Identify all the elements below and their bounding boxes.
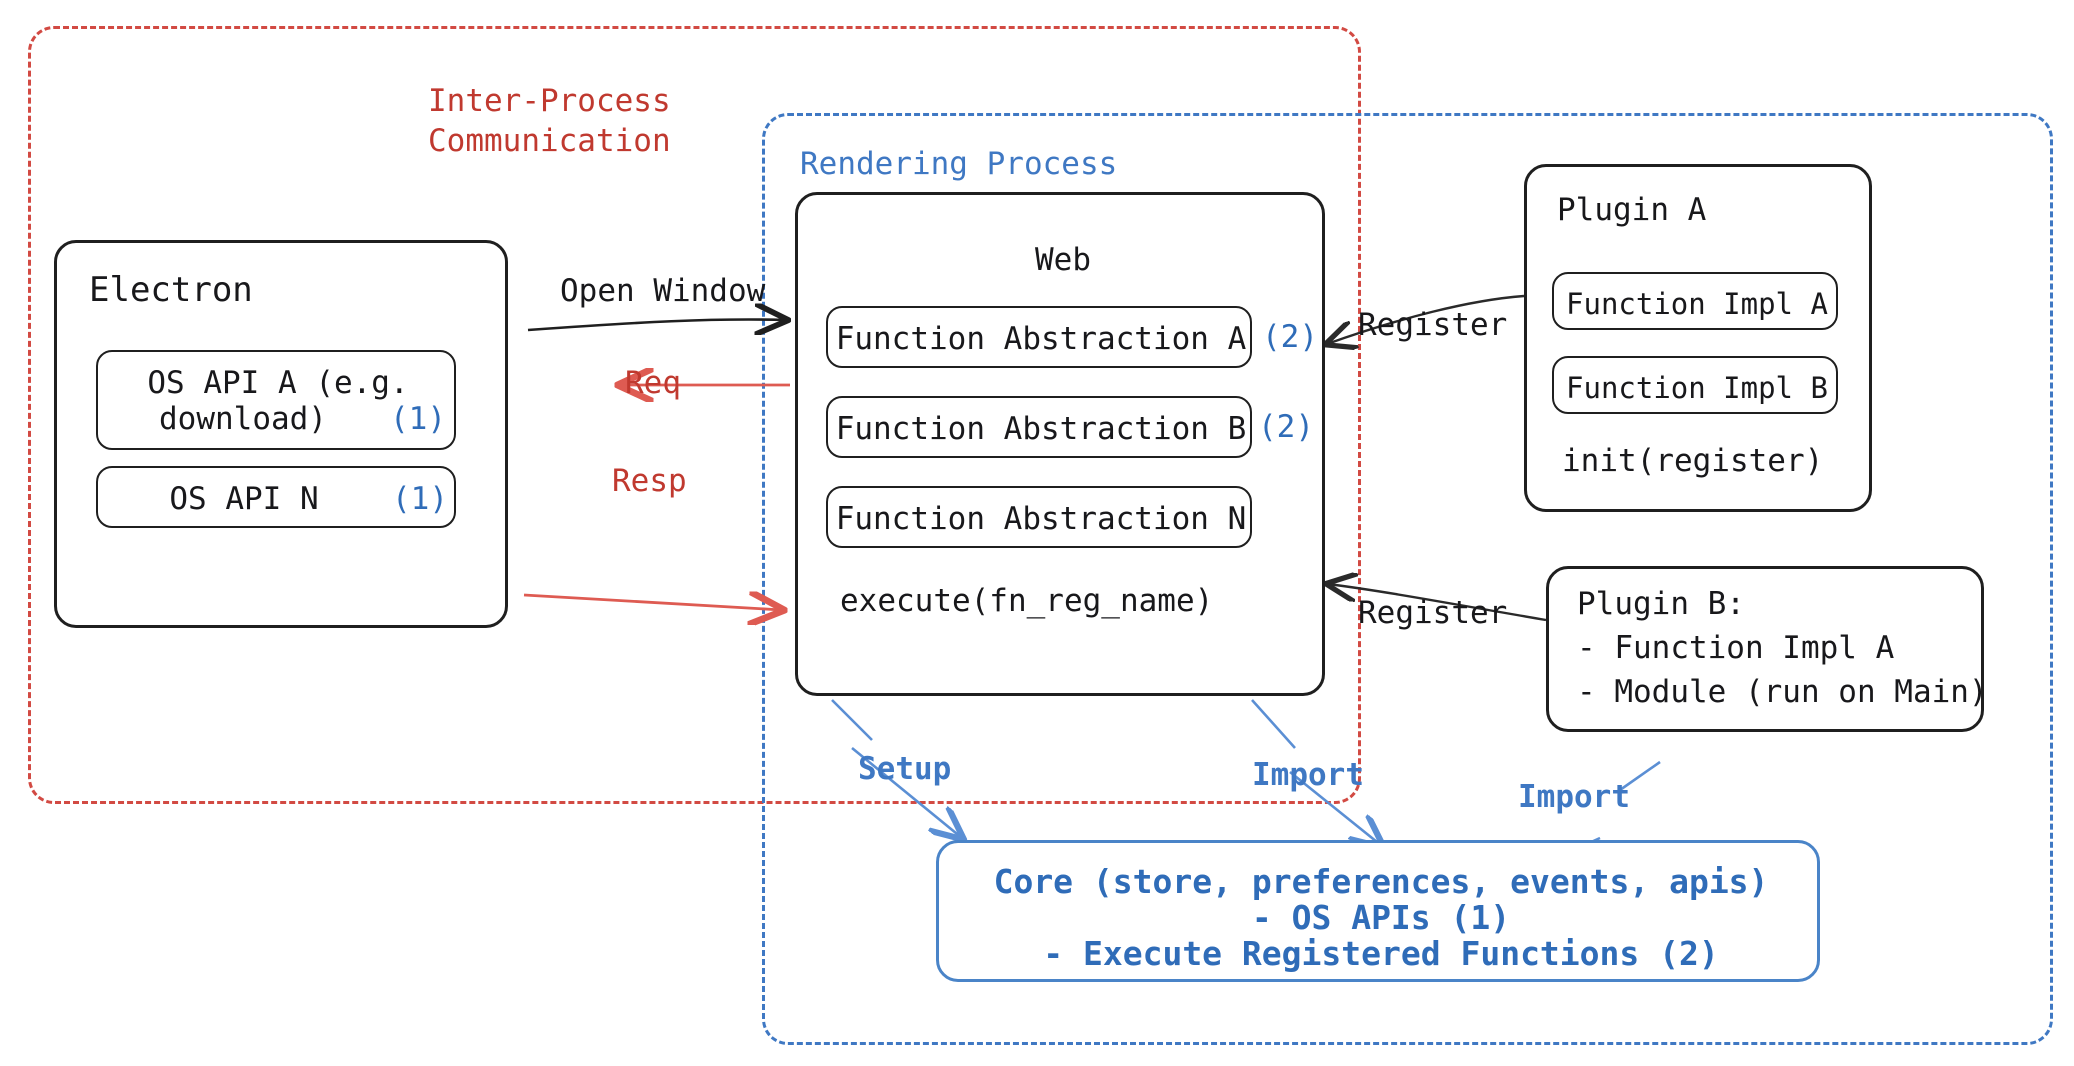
function-abstraction-b-box: Function Abstraction B (826, 396, 1252, 458)
ipc-label-line1: Inter-Process (428, 83, 671, 119)
os-api-n-label: OS API N (169, 481, 319, 517)
plugin-a-impl-a-box: Function Impl A (1552, 272, 1838, 330)
plugin-a-impl-b-box: Function Impl B (1552, 356, 1838, 414)
os-api-a-box: OS API A (e.g. download) (1) (96, 350, 456, 450)
arrow-label-register-plugin-a: Register (1358, 307, 1508, 343)
arrow-label-req: Req (625, 365, 681, 401)
plugin-a-impl-a-label: Function Impl A (1566, 287, 1828, 321)
core-line-2: - OS APIs (1) (1251, 898, 1511, 937)
os-api-a-line1: OS API A (e.g. (147, 365, 409, 401)
os-api-n-box: OS API N (1) (96, 466, 456, 528)
region-inter-process-communication (28, 26, 1361, 804)
arrow-label-register-plugin-b: Register (1358, 595, 1508, 631)
plugin-b-title: Plugin B: (1577, 586, 1745, 622)
core-line-3: - Execute Registered Functions (2) (1043, 934, 1719, 973)
region-rendering-process (762, 113, 2053, 1045)
arrow-label-setup: Setup (858, 751, 952, 787)
core-line-1: Core (store, preferences, events, apis) (993, 862, 1769, 901)
function-abstraction-n-label: Function Abstraction N (835, 501, 1247, 537)
plugin-b-line-1: - Function Impl A (1577, 630, 1895, 666)
web-title: Web (1035, 242, 1091, 278)
web-execute-label: execute(fn_reg_name) (840, 583, 1214, 619)
os-api-n-marker: (1) (392, 481, 448, 517)
plugin-a-impl-b-label: Function Impl B (1566, 371, 1828, 405)
function-abstraction-a-label: Function Abstraction A (835, 321, 1247, 357)
electron-title: Electron (89, 270, 253, 310)
function-abstraction-a-box: Function Abstraction A (826, 306, 1252, 368)
function-abstraction-a-marker: (2) (1262, 319, 1318, 355)
function-abstraction-n-box: Function Abstraction N (826, 486, 1252, 548)
plugin-a-box: Plugin A (1524, 164, 1872, 512)
ipc-label-line2: Communication (428, 123, 671, 159)
plugin-a-init-label: init(register) (1562, 443, 1824, 479)
rendering-process-label: Rendering Process (800, 146, 1118, 182)
os-api-a-line2: download) (159, 401, 327, 437)
arrow-label-resp: Resp (612, 463, 687, 499)
function-abstraction-b-label: Function Abstraction B (835, 411, 1247, 447)
plugin-b-line-2: - Module (run on Main) (1577, 674, 1988, 710)
os-api-a-marker: (1) (390, 401, 446, 437)
core-box: Core (store, preferences, events, apis) … (936, 840, 1820, 982)
function-abstraction-b-marker: (2) (1258, 409, 1314, 445)
plugin-a-title: Plugin A (1557, 192, 1707, 228)
arrow-label-import-plugin: Import (1518, 779, 1630, 815)
plugin-b-box: Plugin B: - Function Impl A - Module (ru… (1546, 566, 1988, 732)
arrow-label-import-web: Import (1252, 757, 1364, 793)
arrow-label-open-window: Open Window (560, 273, 766, 309)
